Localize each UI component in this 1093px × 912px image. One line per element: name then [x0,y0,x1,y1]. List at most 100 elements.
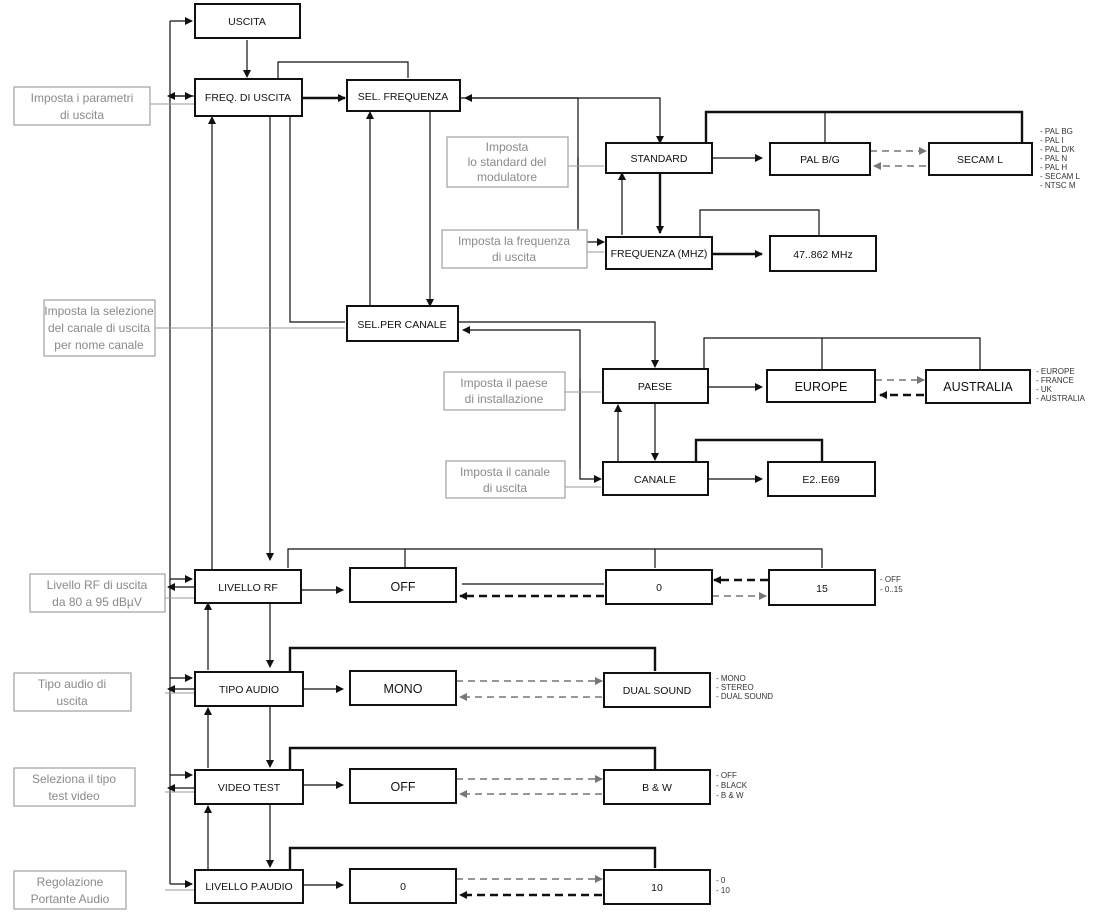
standard-option: - PAL N [1040,154,1067,163]
video-test-option: - BLACK [716,781,748,790]
channel-range-box: E2..E69 [767,461,876,497]
note-canale-sel-line2: del canale di uscita [48,321,150,335]
secam-l-box: SECAM L [928,142,1033,176]
mono-label: MONO [384,682,423,696]
note-video-test-line2: test video [48,789,100,803]
note-standard: Imposta lo standard del modulatore [446,136,569,188]
rf-15-box: 15 [768,569,876,606]
canale-label: CANALE [634,474,676,486]
note-livello-rf-line1: Livello RF di uscita [47,578,148,592]
livello-paudio-label: LIVELLO P.AUDIO [205,881,292,893]
tipo-audio-options: - MONO - STEREO - DUAL SOUND [716,674,773,701]
note-uscita-line1: Imposta i parametri [31,91,134,105]
note-standard-line3: modulatore [477,170,537,184]
uscita-box: USCITA [194,3,301,39]
connectors [150,17,1024,899]
mono-box: MONO [349,670,457,706]
frequenza-mhz-box: FREQUENZA (MHZ) [605,236,713,270]
note-paese: Imposta il paese di installazione [443,371,566,411]
note-tipo-audio: Tipo audio di uscita [13,672,132,712]
note-uscita: Imposta i parametri di uscita [13,86,151,126]
sel-frequenza-box: SEL. FREQUENZA [346,79,461,112]
menu-boxes: USCITA FREQ. DI USCITA SEL. FREQUENZA ST… [194,3,1033,905]
note-frequenza-line2: di uscita [492,250,536,264]
portante-option: - 0 [716,876,726,885]
freq-uscita-box: FREQ. DI USCITA [194,78,303,117]
rf-0-label: 0 [656,582,662,594]
pa-0-box: 0 [349,868,457,904]
standard-options: - PAL BG - PAL I - PAL D/K - PAL N - PAL… [1040,127,1081,190]
note-paese-line1: Imposta il paese [460,376,548,390]
portante-option: - 10 [716,886,730,895]
paese-label: PAESE [638,381,672,393]
standard-box: STANDARD [605,142,713,174]
secam-l-label: SECAM L [957,154,1003,166]
note-standard-line2: lo standard del [468,155,547,169]
paese-option: - AUSTRALIA [1036,394,1086,403]
vt-off-label: OFF [391,780,416,794]
tipo-audio-option: - DUAL SOUND [716,692,773,701]
pa-10-box: 10 [603,869,711,905]
bw-box: B & W [603,769,711,805]
note-canale-line2: di uscita [483,481,527,495]
note-frequenza: Imposta la frequenza di uscita [441,229,588,269]
freq-uscita-label: FREQ. DI USCITA [205,92,291,104]
livello-rf-option: - OFF [880,575,901,584]
portante-options: - 0 - 10 [716,876,730,895]
sel-frequenza-label: SEL. FREQUENZA [358,91,448,103]
europe-box: EUROPE [766,369,876,403]
paese-options: - EUROPE - FRANCE - UK - AUSTRALIA [1036,367,1086,403]
livello-paudio-box: LIVELLO P.AUDIO [194,869,304,904]
note-portante-line1: Regolazione [37,875,104,889]
europe-label: EUROPE [795,380,848,394]
dual-sound-box: DUAL SOUND [603,672,711,708]
note-portante: Regolazione Portante Audio [13,870,127,910]
paese-option: - FRANCE [1036,376,1074,385]
standard-option: - PAL BG [1040,127,1073,136]
video-test-option: - B & W [716,791,744,800]
note-canale-sel-line3: per nome canale [54,338,144,352]
paese-option: - EUROPE [1036,367,1075,376]
paese-box: PAESE [602,368,709,404]
note-livello-rf: Livello RF di uscita da 80 a 95 dBµV [29,573,166,613]
note-canale-line1: Imposta il canale [460,465,550,479]
tipo-audio-option: - MONO [716,674,746,683]
video-test-options: - OFF - BLACK - B & W [716,771,748,800]
tipo-audio-option: - STEREO [716,683,754,692]
pal-bg-label: PAL B/G [800,154,840,166]
note-livello-rf-line2: da 80 a 95 dBµV [52,595,142,609]
rf-15-label: 15 [816,583,828,595]
canale-box: CANALE [602,461,709,496]
livello-rf-options: - OFF - 0..15 [880,575,903,594]
standard-option: - SECAM L [1040,172,1081,181]
note-paese-line2: di installazione [465,392,544,406]
uscita-label: USCITA [228,16,266,28]
note-video-test: Seleziona il tipo test video [13,767,136,807]
livello-rf-label: LIVELLO RF [218,582,278,594]
pal-bg-box: PAL B/G [769,142,871,176]
note-video-test-line1: Seleziona il tipo [32,772,116,786]
paese-option: - UK [1036,385,1053,394]
rf-off-box: OFF [349,567,457,603]
note-standard-line1: Imposta [486,140,529,154]
note-canale: Imposta il canale di uscita [445,460,566,499]
australia-label: AUSTRALIA [943,380,1013,394]
livello-rf-box: LIVELLO RF [194,569,302,604]
livello-rf-option: - 0..15 [880,585,903,594]
sel-per-canale-box: SEL.PER CANALE [346,305,459,342]
frequenza-mhz-label: FREQUENZA (MHZ) [611,248,708,260]
pa-10-label: 10 [651,882,663,894]
vt-off-box: OFF [349,768,457,804]
channel-range-label: E2..E69 [802,474,840,486]
standard-option: - PAL D/K [1040,145,1075,154]
note-portante-line2: Portante Audio [31,892,110,906]
australia-box: AUSTRALIA [925,369,1031,404]
note-boxes: Imposta i parametri di uscita Imposta lo… [13,86,588,910]
dual-sound-label: DUAL SOUND [623,685,692,697]
video-test-label: VIDEO TEST [218,782,281,794]
tipo-audio-label: TIPO AUDIO [219,684,279,696]
standard-option: - PAL I [1040,136,1064,145]
note-tipo-audio-line2: uscita [56,694,88,708]
note-canale-sel-line1: Imposta la selezione [44,304,154,318]
